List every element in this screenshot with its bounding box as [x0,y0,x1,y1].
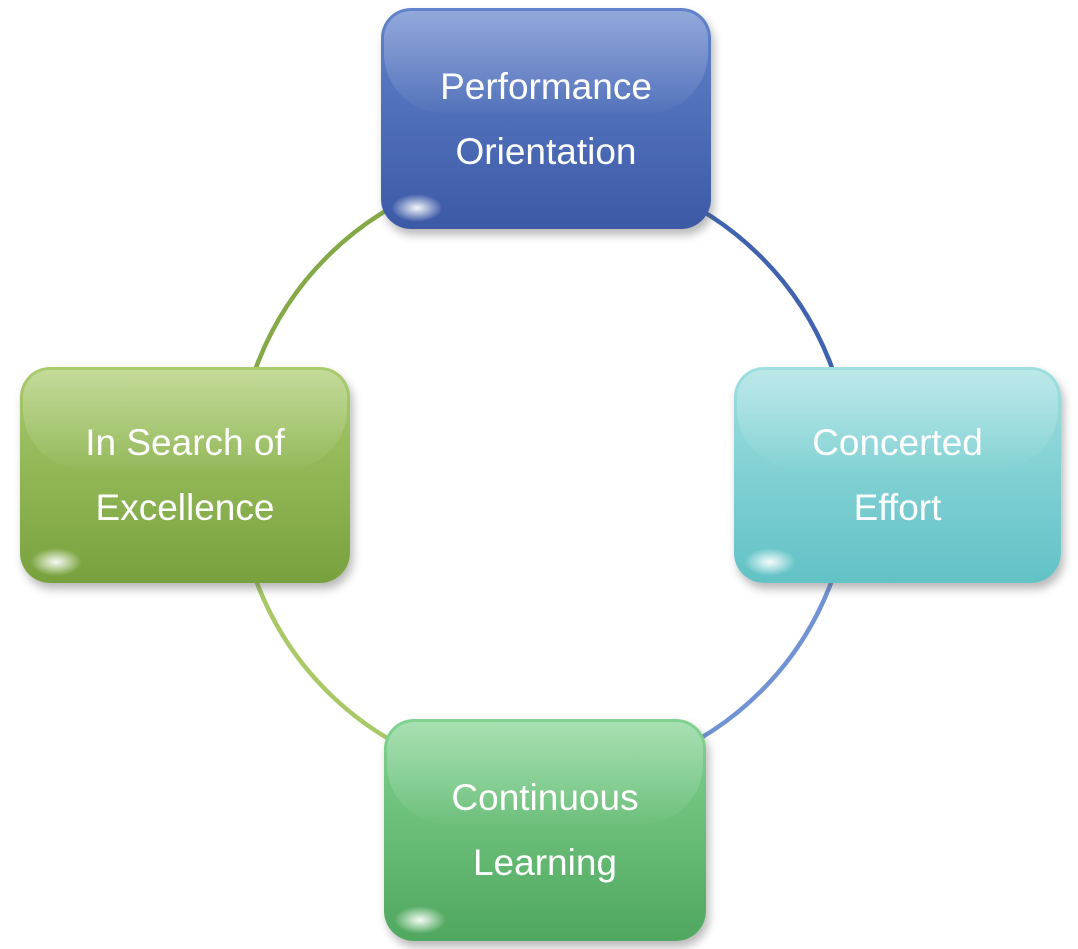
node-in-search-of-excellence[interactable]: In Search of Excellence [20,367,350,583]
node-performance-orientation[interactable]: Performance Orientation [381,8,711,229]
node-label-line: Performance [440,65,652,107]
node-label-line: Excellence [95,487,275,528]
node-continuous-learning[interactable]: Continuous Learning [384,719,706,941]
node-label-line: Continuous [451,777,639,818]
node-concerted-effort[interactable]: Concerted Effort [734,367,1061,583]
node-label-line: Effort [853,487,942,528]
node-label-line: Orientation [455,130,637,172]
node-label-line: In Search of [85,422,285,463]
node-label-line: Learning [472,842,617,883]
node-label-line: Concerted [812,422,983,463]
